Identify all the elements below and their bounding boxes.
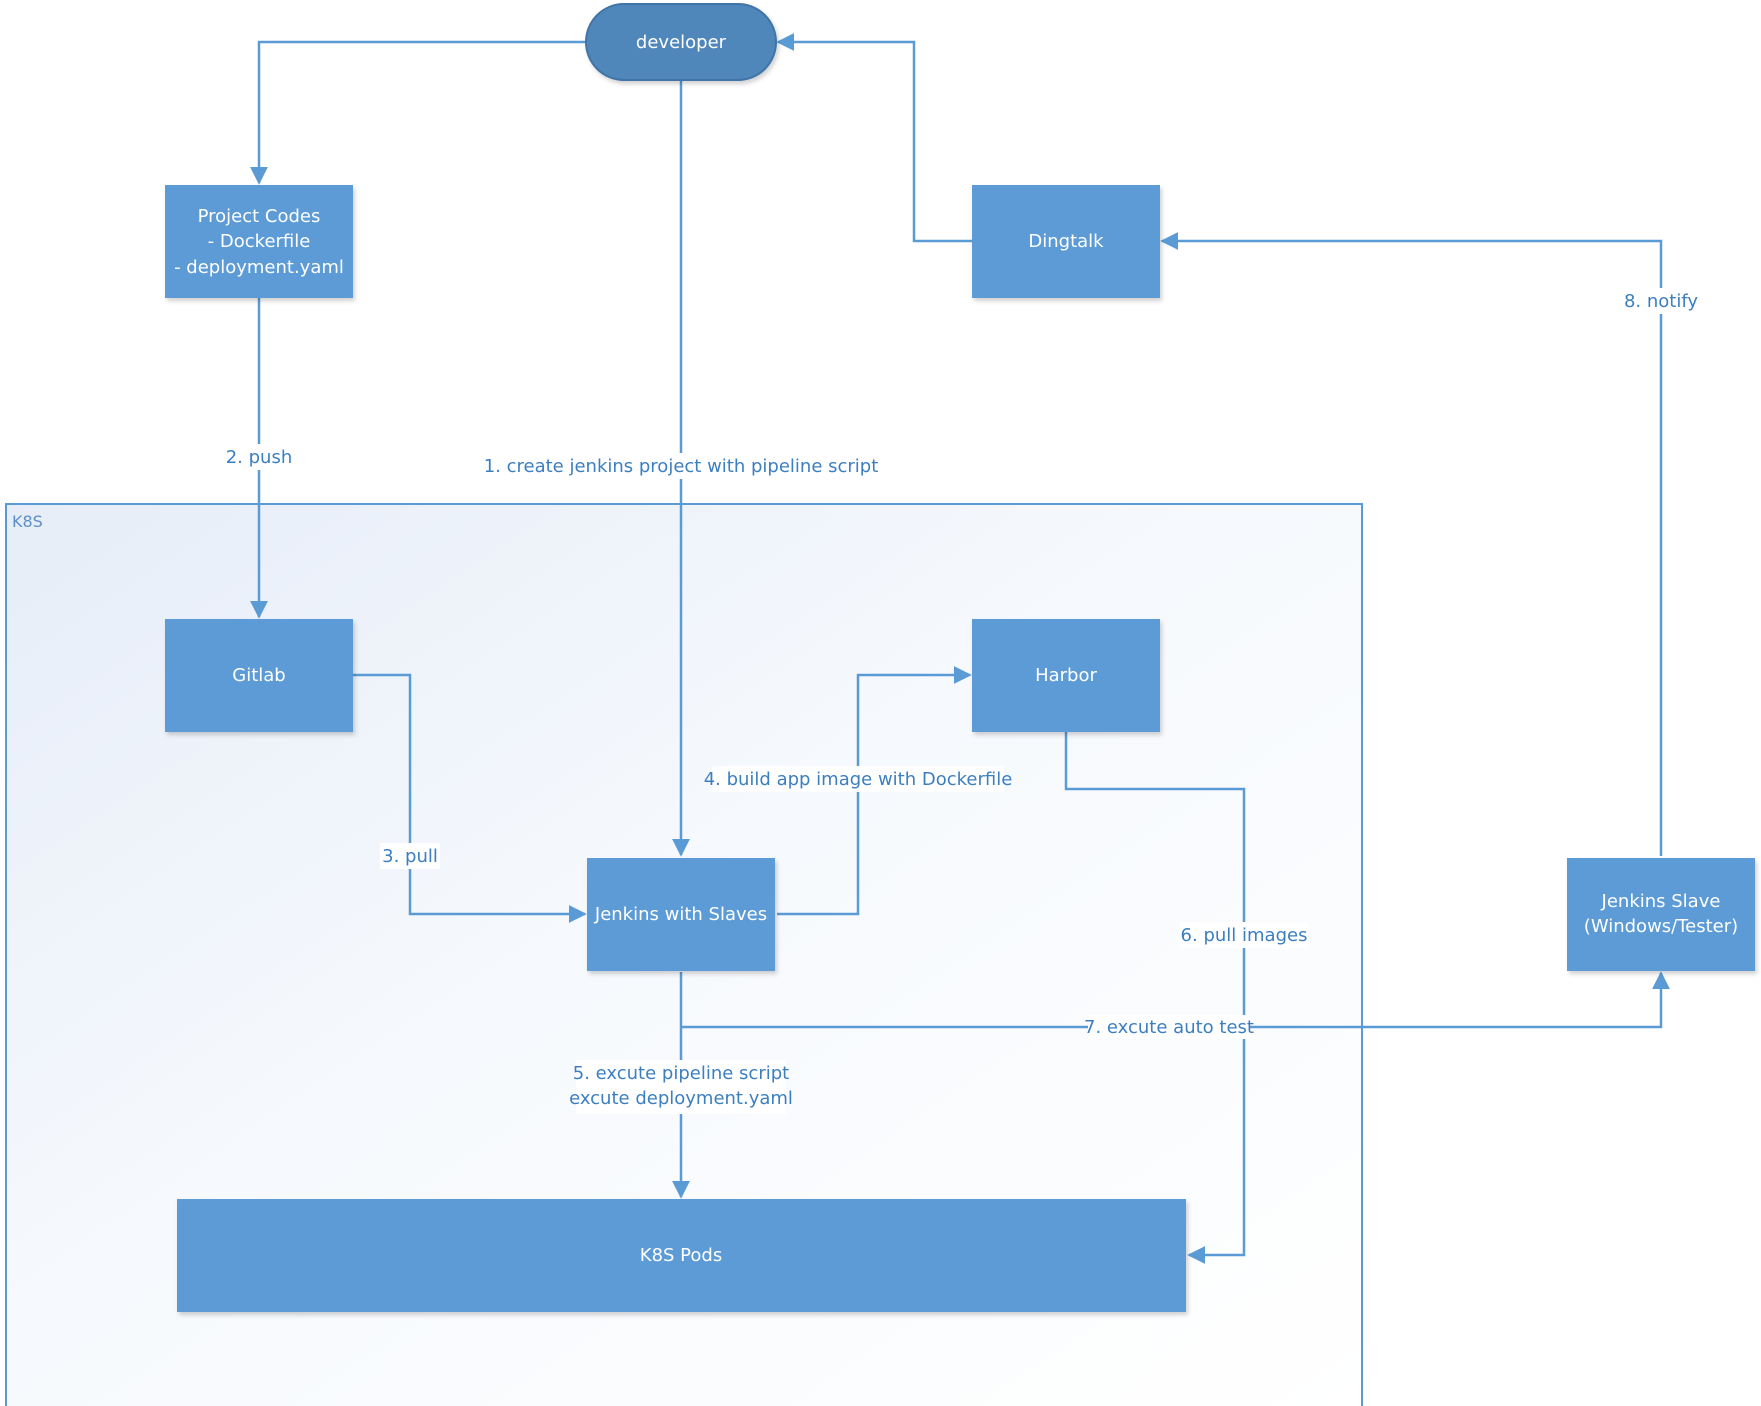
label-create-project: 1. create jenkins project with pipeline … (484, 453, 879, 479)
edge-harbor-to-k8s-pods (1064, 732, 1246, 1264)
execute-pipeline-line1: 5. excute pipeline script (573, 1063, 789, 1084)
label-notify: 8. notify (1624, 288, 1698, 314)
gitlab-node[interactable]: Gitlab (165, 619, 353, 732)
edge-labels: 1. create jenkins project with pipeline … (222, 288, 1698, 1114)
project-codes-title: Project Codes (198, 206, 321, 227)
nodes: developer Project Codes - Dockerfile - d… (165, 3, 1755, 1312)
label-pull-images: 6. pull images (1180, 922, 1308, 948)
notify-text: 8. notify (1624, 291, 1698, 312)
k8s-container-label: K8S (12, 512, 43, 531)
project-codes-deployment: - deployment.yaml (174, 257, 344, 278)
jenkins-slave-title: Jenkins Slave (1601, 891, 1721, 912)
auto-test-text: 7. excute auto test (1084, 1017, 1254, 1038)
k8s-pods-node[interactable]: K8S Pods (177, 1199, 1186, 1312)
jenkins-node[interactable]: Jenkins with Slaves (587, 858, 775, 971)
developer-node[interactable]: developer (585, 3, 777, 81)
edge-jenkins-to-harbor (777, 666, 972, 916)
build-image-text: 4. build app image with Dockerfile (704, 769, 1013, 790)
pull-images-text: 6. pull images (1181, 925, 1308, 946)
label-execute-pipeline: 5. excute pipeline script excute deploym… (569, 1060, 793, 1114)
jenkins-slave-node[interactable]: Jenkins Slave (Windows/Tester) (1567, 858, 1755, 971)
gitlab-label: Gitlab (232, 665, 285, 686)
dingtalk-node[interactable]: Dingtalk (972, 185, 1160, 298)
label-auto-test: 7. excute auto test (1084, 1015, 1254, 1039)
label-pull: 3. pull (380, 843, 440, 869)
label-push: 2. push (222, 444, 296, 470)
pull-text: 3. pull (382, 846, 438, 867)
jenkins-label: Jenkins with Slaves (594, 904, 767, 925)
push-text: 2. push (226, 447, 293, 468)
edge-jenkins-to-jenkins-slave (681, 971, 1670, 1029)
project-codes-dockerfile: - Dockerfile (208, 231, 311, 252)
edge-dingtalk-to-developer (776, 33, 973, 243)
jenkins-slave-subtitle: (Windows/Tester) (1584, 916, 1738, 937)
edges (250, 33, 1670, 1264)
developer-label: developer (636, 32, 727, 53)
harbor-node[interactable]: Harbor (972, 619, 1160, 732)
k8s-pods-label: K8S Pods (640, 1245, 722, 1266)
edge-gitlab-to-jenkins (353, 673, 587, 923)
harbor-label: Harbor (1035, 665, 1097, 686)
create-project-text: 1. create jenkins project with pipeline … (484, 456, 879, 477)
edge-jenkins-slave-to-dingtalk (1160, 232, 1663, 856)
label-build-image: 4. build app image with Dockerfile (704, 766, 1013, 792)
project-codes-node[interactable]: Project Codes - Dockerfile - deployment.… (165, 185, 353, 298)
dingtalk-label: Dingtalk (1028, 231, 1104, 252)
edge-developer-to-project-codes (250, 40, 588, 185)
execute-pipeline-line2: excute deployment.yaml (569, 1088, 793, 1109)
